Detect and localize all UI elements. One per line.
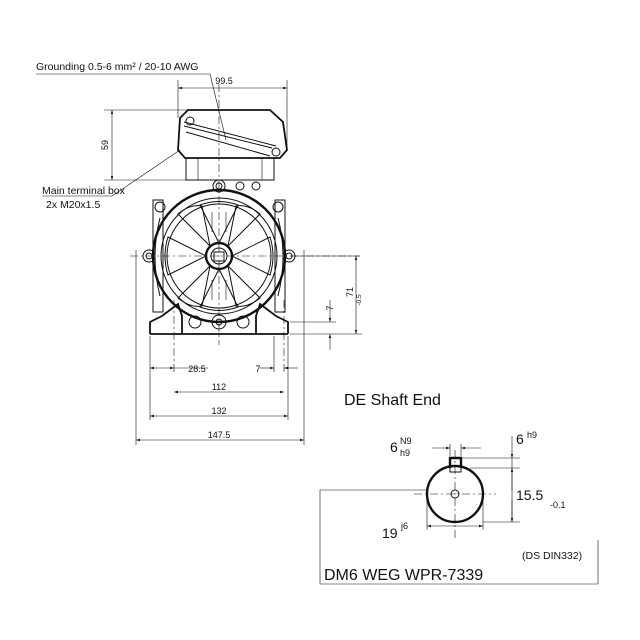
terminal-box-label: Main terminal box bbox=[42, 185, 126, 197]
key-width-tol-lower: h9 bbox=[400, 448, 410, 458]
dimension-texts: 99.5 59 71 -0.5 7 28.5 7 112 132 147.5 G… bbox=[36, 61, 363, 440]
key-depth-value: 15.5 bbox=[516, 487, 543, 503]
dim-shaft-height: 71 bbox=[345, 287, 355, 297]
model-label: DM6 WEG WPR-7339 bbox=[324, 567, 483, 584]
key-height-tol: h9 bbox=[527, 430, 537, 440]
shaft-end-detail: 6 N9 h9 6 h9 15.5 -0.1 19 j6 (DS DIN332)… bbox=[319, 430, 599, 585]
key-width-value: 6 bbox=[390, 439, 398, 455]
dim-foot-width: 132 bbox=[211, 406, 226, 416]
grounding-label: Grounding 0.5-6 mm² / 20-10 AWG bbox=[36, 61, 198, 73]
dim-hole-spacing: 112 bbox=[212, 382, 226, 392]
dim-foot-offset: 28.5 bbox=[188, 364, 206, 374]
shaft-diameter-value: 19 bbox=[382, 525, 398, 541]
dim-foot-hole: 7 bbox=[255, 364, 260, 374]
dim-box-width: 99.5 bbox=[215, 76, 233, 86]
dimension-lines bbox=[36, 73, 362, 445]
motor-feet bbox=[149, 300, 289, 372]
shaft-diameter-tol: j6 bbox=[400, 521, 408, 531]
dim-foot-thickness: 7 bbox=[325, 305, 335, 310]
key-width-tol-upper: N9 bbox=[400, 436, 412, 446]
terminal-box bbox=[177, 109, 288, 193]
dim-box-height: 59 bbox=[100, 140, 110, 150]
dim-shaft-height-tol: -0.5 bbox=[356, 294, 363, 306]
key-depth-tol: -0.1 bbox=[550, 500, 566, 510]
motor-front-view bbox=[130, 84, 360, 372]
standard-label: (DS DIN332) bbox=[522, 550, 582, 562]
key-height-value: 6 bbox=[516, 431, 524, 447]
terminal-box-thread-label: 2x M20x1.5 bbox=[46, 199, 100, 211]
shaft-end-title: DE Shaft End bbox=[344, 392, 441, 409]
dim-overall-width: 147.5 bbox=[208, 430, 231, 440]
